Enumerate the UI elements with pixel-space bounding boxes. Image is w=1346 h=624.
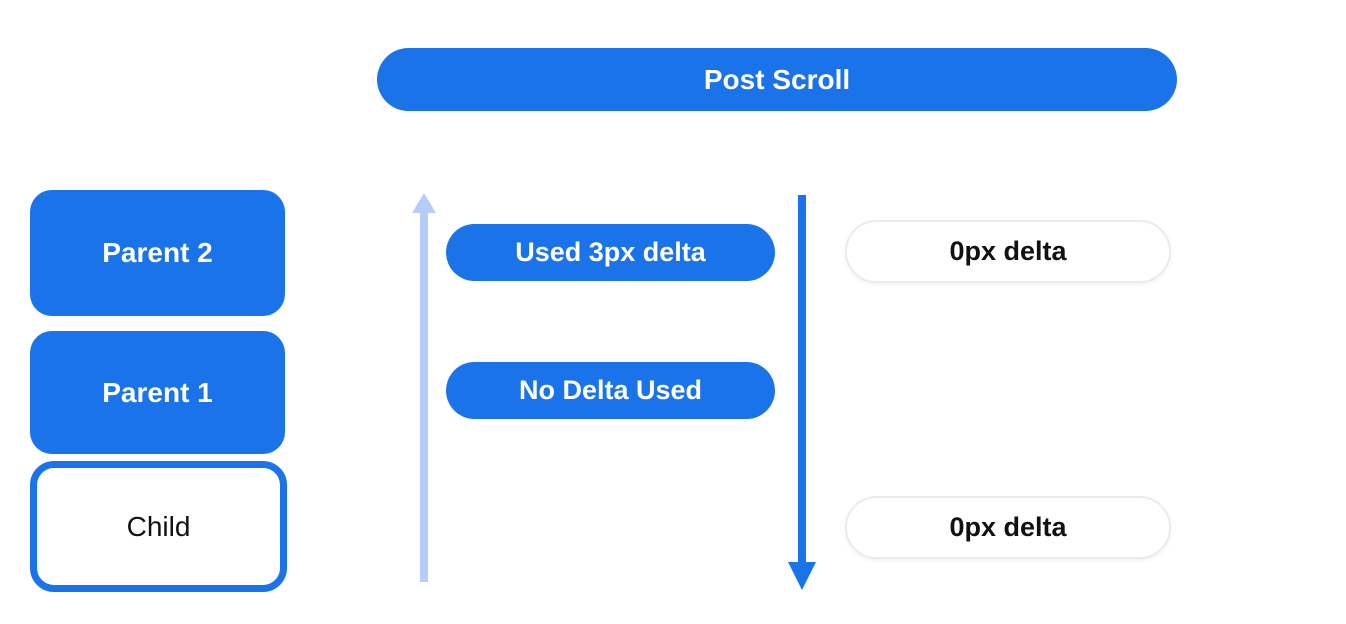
arrow-down-head — [788, 562, 816, 590]
no-delta-used-pill: No Delta Used — [446, 362, 775, 419]
scroll-down-arrow-icon — [788, 195, 816, 590]
child-box: Child — [30, 461, 287, 592]
zero-delta-pill-top: 0px delta — [845, 220, 1171, 283]
arrow-up-shaft — [420, 213, 428, 582]
scroll-up-arrow-icon — [412, 193, 436, 582]
arrow-up-head — [412, 193, 436, 213]
parent2-box: Parent 2 — [30, 190, 285, 316]
arrow-down-shaft — [798, 195, 806, 562]
post-scroll-banner: Post Scroll — [377, 48, 1177, 111]
used-delta-pill: Used 3px delta — [446, 224, 775, 281]
zero-delta-pill-bottom: 0px delta — [845, 496, 1171, 559]
parent1-box: Parent 1 — [30, 331, 285, 454]
